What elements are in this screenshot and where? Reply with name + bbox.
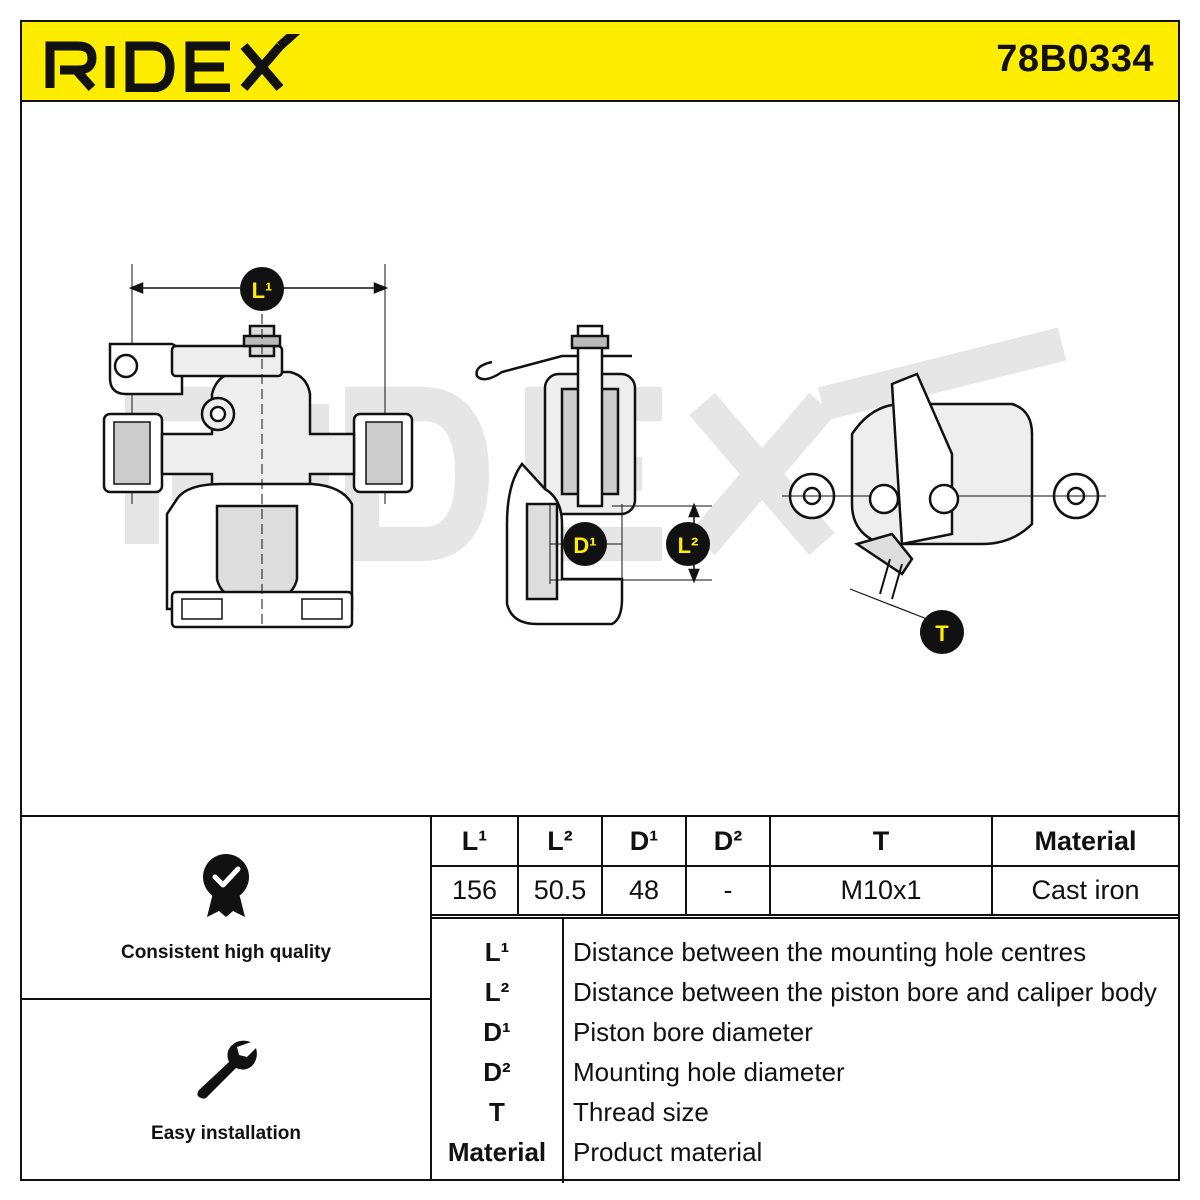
quality-badge-icon [203,854,249,917]
spec-value-row: 156 50.5 48 - M10x1 Cast iron [432,865,1178,916]
header-bar: 78B0334 [22,22,1178,102]
callout-l1: L¹ [252,278,273,303]
legend: L¹ Distance between the mounting hole ce… [432,917,1178,1183]
brand-logo [44,24,304,93]
ridex-logo-icon [45,24,304,93]
caliper-front-view [102,264,414,629]
spec-header-d1: D¹ [601,817,687,867]
feature-installation-label: Easy installation [151,1123,301,1144]
legend-description: Mounting hole diameter [573,1057,845,1087]
spec-header-t: T [769,817,993,867]
part-number: 78B0334 [996,38,1154,80]
legend-symbol: D² [483,1057,511,1087]
callout-d1: D¹ [573,533,596,558]
spec-value-d2: - [685,865,771,916]
spec-value-l1: 156 [432,865,519,916]
spec-header-material: Material [991,817,1178,867]
feature-quality-label: Consistent high quality [120,942,332,963]
spec-value-d1: 48 [601,865,687,916]
legend-symbol: L² [484,977,510,1007]
legend-row: D² Mounting hole diameter [432,1051,1178,1091]
spec-table: L¹ L² D¹ D² T Material 156 50.5 48 - M10… [432,817,1178,916]
legend-description: Piston bore diameter [573,1017,813,1047]
legend-description: Thread size [573,1097,709,1127]
legend-symbol: Material [447,1137,547,1167]
legend-row: L¹ Distance between the mounting hole ce… [432,931,1178,971]
spec-header-d2: D² [685,817,771,867]
product-sheet: 78B0334 [20,20,1180,1183]
feature-quality: Consistent high quality [22,817,430,1000]
legend-divider [562,919,564,1183]
legend-row: D¹ Piston bore diameter [432,1011,1178,1051]
spec-value-material: Cast iron [991,865,1178,916]
legend-description: Distance between the mounting hole centr… [573,937,1087,967]
legend-row: L² Distance between the piston bore and … [432,971,1178,1011]
spec-header-row: L¹ L² D¹ D² T Material [432,817,1178,867]
legend-symbol: D¹ [483,1017,511,1047]
legend-symbol: L¹ [484,937,510,967]
callout-t: T [935,621,949,646]
legend-description: Distance between the piston bore and cal… [573,977,1157,1007]
specification-section: Consistent high quality Easy installatio… [22,815,1178,1183]
caliper-drawing: L¹ D¹ L² [102,264,1106,654]
feature-panel: Consistent high quality Easy installatio… [22,817,432,1181]
spec-header-l2: L² [517,817,603,867]
legend-description: Product material [573,1137,763,1167]
legend-row: T Thread size [432,1091,1178,1131]
spec-header-l1: L¹ [432,817,519,867]
feature-installation: Easy installation [22,1000,430,1181]
caliper-section-view [475,324,712,626]
spec-value-t: M10x1 [769,865,993,916]
wrench-icon [197,1040,257,1099]
callout-l2: L² [678,533,699,558]
legend-row: Material Product material [432,1131,1178,1171]
spec-value-l2: 50.5 [517,865,603,916]
caliper-top-view [782,372,1106,654]
technical-drawing: L¹ D¹ L² [22,104,1178,816]
legend-symbol: T [489,1097,505,1127]
